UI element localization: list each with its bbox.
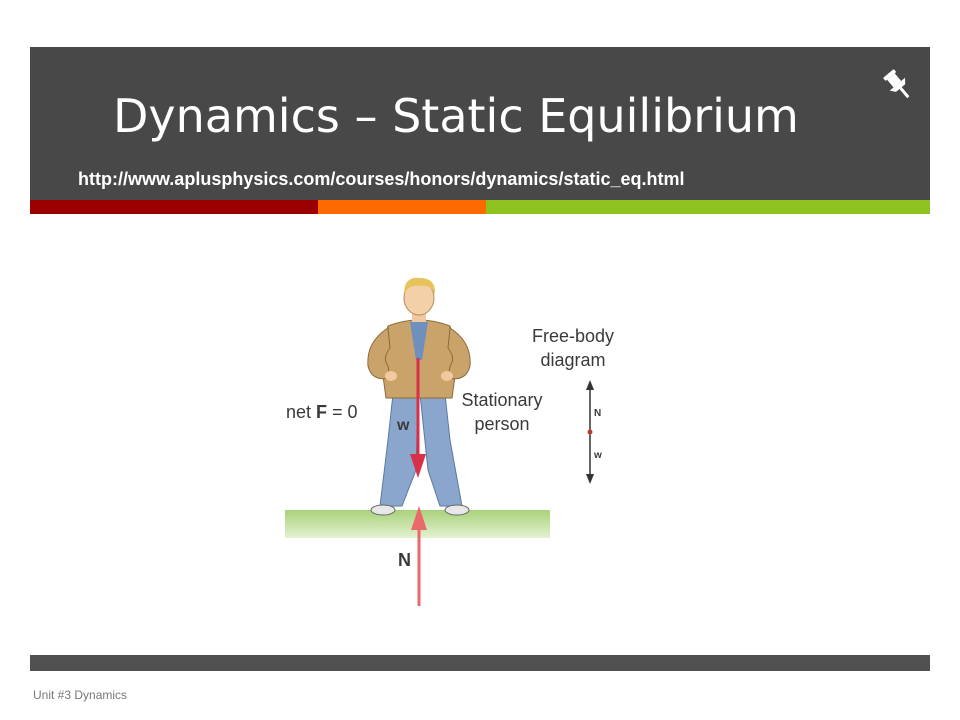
fbd-normal-label: N: [594, 408, 601, 419]
accent-stripes: [30, 200, 930, 214]
weight-label: w: [396, 417, 410, 434]
normal-force-label: N: [398, 550, 411, 570]
static-equilibrium-figure: w N net F = 0 Stationary person Free-bod…: [285, 277, 614, 606]
free-body-diagram: [586, 380, 594, 484]
stationary-person-label: Stationary: [461, 390, 542, 410]
stationary-person: [367, 277, 471, 516]
stationary-person-label-line2: person: [474, 414, 529, 434]
slide-title: Dynamics – Static Equilibrium: [113, 89, 799, 143]
stripe-red: [30, 200, 318, 214]
stripe-green: [486, 200, 930, 214]
source-url: http://www.aplusphysics.com/courses/hono…: [78, 169, 685, 189]
pushpin-icon: [883, 69, 910, 99]
fbd-weight-label: w: [593, 450, 602, 461]
stripe-orange: [318, 200, 486, 214]
normal-force-arrow: [411, 506, 427, 606]
weight-arrow: [410, 358, 426, 478]
free-body-diagram-label: Free-body: [532, 326, 614, 346]
net-force-label: net F = 0: [286, 402, 358, 422]
free-body-diagram-label-line2: diagram: [540, 350, 605, 370]
footer-bar: [30, 655, 930, 671]
footer-text: Unit #3 Dynamics: [33, 688, 128, 702]
slide-header: Dynamics – Static Equilibrium http://www…: [30, 47, 930, 200]
